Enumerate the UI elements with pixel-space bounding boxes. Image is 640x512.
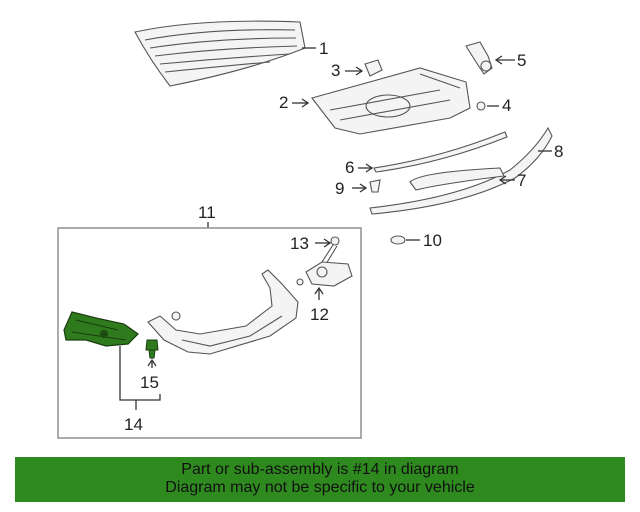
callout-15: 15: [140, 373, 159, 392]
callout-8: 8: [554, 142, 563, 161]
callout-4: 4: [502, 96, 511, 115]
callout-9: 9: [335, 179, 344, 198]
callout-1: 1: [319, 39, 328, 58]
part-7-lower-molding: [409, 167, 505, 191]
callout-12: 12: [310, 305, 329, 324]
part-12-latch-motor: [296, 261, 353, 287]
callout-10: 10: [423, 231, 442, 250]
part-6-molding: [373, 131, 508, 173]
part-14-highlighted: [63, 311, 139, 347]
banner-line-1: Part or sub-assembly is #14 in diagram: [181, 461, 459, 478]
callout-11: 11: [198, 203, 216, 222]
info-banner: Part or sub-assembly is #14 in diagram D…: [15, 457, 625, 502]
part-11-handle-frame: [147, 269, 299, 355]
assembly-11-box: [57, 227, 362, 439]
part-8-garnish: [369, 126, 553, 215]
part-1-glass-panel: [134, 20, 306, 87]
part-15-screw: [145, 339, 159, 359]
part-2-door-panel: [311, 67, 471, 135]
callout-6: 6: [345, 158, 354, 177]
callout-2: 2: [279, 93, 288, 112]
callout-14: 14: [124, 415, 143, 434]
callout-7: 7: [517, 171, 526, 190]
part-10-grommet: [390, 235, 406, 245]
callout-5: 5: [517, 51, 526, 70]
callout-3: 3: [331, 61, 340, 80]
part-5-hinge: [465, 41, 493, 75]
part-4-nut: [476, 101, 486, 111]
part-3-bracket: [364, 59, 383, 77]
banner-line-2: Diagram may not be specific to your vehi…: [165, 479, 475, 496]
part-9-clip: [369, 179, 381, 193]
part-13-bolt: [321, 236, 340, 265]
callout-13: 13: [290, 234, 309, 253]
